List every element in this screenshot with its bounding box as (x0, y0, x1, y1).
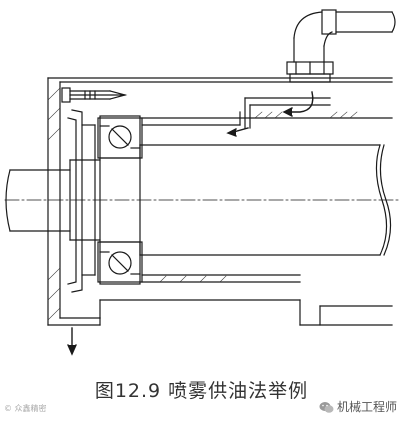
watermark-left: © 众鑫精密 (4, 404, 47, 413)
inner-sleeve (141, 111, 393, 283)
oil-passage (244, 97, 331, 129)
bearing-upper (99, 115, 141, 159)
housing-outline (47, 77, 393, 326)
oil-nozzle-bolt (61, 87, 128, 103)
wechat-icon (319, 401, 334, 413)
watermark-right-text: 机械工程师 (336, 400, 397, 414)
spray-lubrication-drawing (4, 9, 399, 356)
bearing-lower (99, 241, 141, 285)
pipe-fitting (286, 9, 396, 83)
watermark-right: 机械工程师 (319, 398, 397, 416)
oil-flow-arrows (67, 91, 314, 356)
section-hatching (47, 87, 358, 321)
figure-caption: 图12.9 喷雾供油法举例 (94, 380, 309, 402)
